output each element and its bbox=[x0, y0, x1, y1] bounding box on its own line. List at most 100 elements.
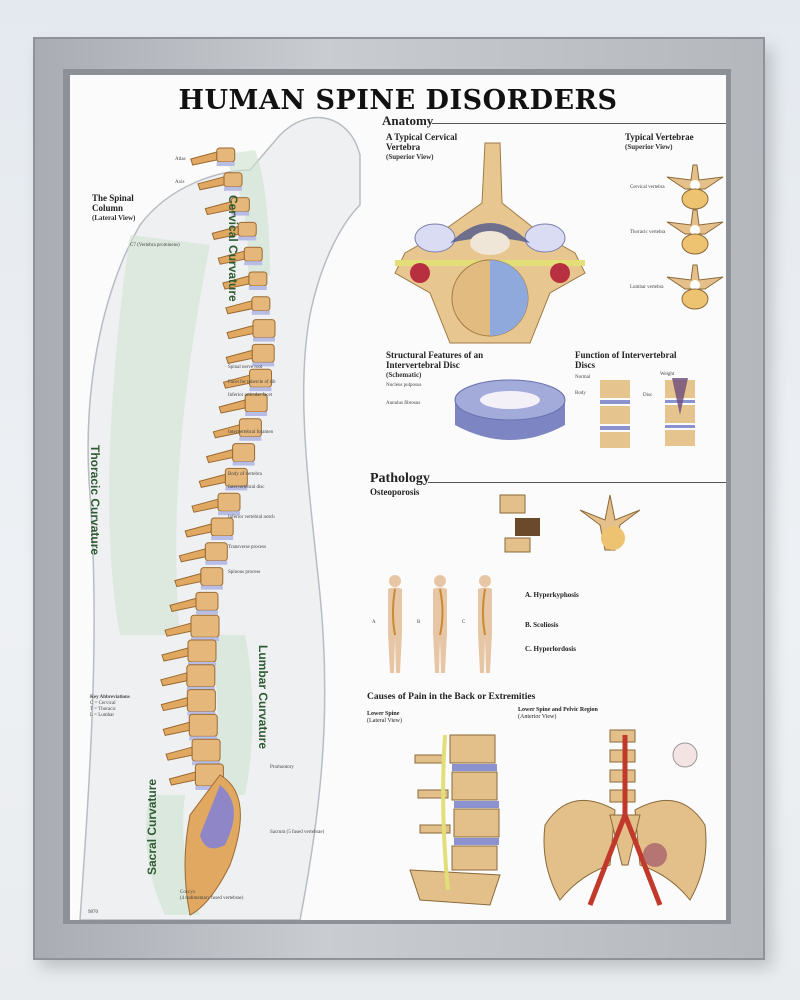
spinous-process bbox=[168, 771, 196, 786]
spine-label: Body of vertebra bbox=[228, 472, 262, 477]
cervical-vertebra-subtitle: (Superior View) bbox=[386, 153, 434, 161]
intervertebral-disc-illustration bbox=[454, 379, 566, 440]
spinous-process bbox=[169, 597, 197, 612]
disc-function-title: Function of Intervertebral Discs bbox=[575, 350, 677, 370]
intervertebral-disc bbox=[225, 486, 248, 491]
posture-figure bbox=[388, 575, 402, 673]
intervertebral-disc bbox=[238, 236, 257, 241]
vertebra bbox=[252, 319, 276, 339]
intervertebral-disc bbox=[200, 585, 223, 590]
vertebra bbox=[187, 639, 217, 663]
posture-figure-letter: C bbox=[462, 620, 466, 625]
pathology-item-title: A. Hyperkyphosis bbox=[525, 591, 579, 599]
vertebra bbox=[243, 246, 263, 262]
spinous-process bbox=[174, 572, 202, 588]
spinous-process bbox=[226, 324, 254, 340]
intervertebral-disc bbox=[186, 686, 215, 691]
intervertebral-disc bbox=[192, 761, 221, 766]
spinous-process bbox=[198, 473, 226, 488]
cervical-vertebra-illustration bbox=[394, 142, 586, 344]
label-lumbar-curvature: Lumbar Curvature bbox=[256, 645, 270, 750]
spinous-process bbox=[165, 746, 193, 761]
intervertebral-disc bbox=[187, 662, 216, 666]
vertebra bbox=[186, 664, 216, 688]
lower-spine-subtitle: (Lateral View) bbox=[367, 718, 403, 724]
vertebra bbox=[251, 343, 275, 363]
intervertebral-disc bbox=[252, 337, 275, 342]
spine-label: Intervertebral foramen bbox=[228, 430, 274, 435]
label-coccyx-sub: (4 rudimentary fused vertebrae) bbox=[180, 896, 244, 901]
pelvic-region-illustration bbox=[543, 729, 707, 906]
section-pathology-heading: Pathology bbox=[370, 471, 430, 486]
vertebra bbox=[251, 296, 271, 312]
disc-structure-subtitle: (Schematic) bbox=[386, 371, 422, 379]
key-title: Key Abbreviations bbox=[90, 695, 130, 700]
poster: HUMAN SPINE DISORDERS The Spinal Column … bbox=[70, 75, 726, 920]
intervertebral-disc bbox=[205, 560, 228, 565]
pelvic-region-subtitle: (Anterior View) bbox=[518, 714, 557, 720]
vertebra bbox=[204, 542, 228, 562]
spinous-process bbox=[164, 622, 192, 637]
spinous-process bbox=[197, 176, 225, 191]
spinous-process bbox=[178, 548, 206, 563]
catalog-number: 9870 bbox=[88, 910, 98, 915]
spine-label: Inferior vertebral notch bbox=[228, 515, 275, 520]
spine-label: Transverse process bbox=[228, 545, 267, 550]
disc-structure-title: Structural Features of an Intervertebral… bbox=[386, 350, 484, 370]
label-coccyx: Coccyx bbox=[180, 890, 196, 895]
lower-spine-title: Lower Spine bbox=[367, 711, 400, 717]
intervertebral-disc bbox=[249, 387, 272, 392]
intervertebral-disc bbox=[232, 461, 255, 466]
typical-vertebra-label: Lumbar vertebra bbox=[630, 285, 664, 290]
label-sacral-curvature: Sacral Curvature bbox=[145, 778, 159, 875]
typical-vertebra-label: Thoracic vertebra bbox=[630, 230, 666, 235]
intervertebral-disc bbox=[195, 786, 224, 790]
vertebra bbox=[190, 614, 220, 638]
pathology-item-title: B. Scoliosis bbox=[525, 621, 559, 629]
vertebra bbox=[237, 221, 257, 237]
sacral-canal bbox=[200, 785, 234, 849]
intervertebral-disc bbox=[245, 412, 268, 416]
posture-figure bbox=[478, 575, 492, 673]
label-axis: Axis bbox=[175, 180, 185, 185]
vertebra bbox=[200, 567, 224, 587]
vertebra bbox=[186, 689, 216, 713]
spinous-process bbox=[217, 250, 245, 265]
spinous-process bbox=[205, 448, 234, 464]
intervertebral-disc bbox=[217, 511, 240, 516]
spine-label: Sacrum (5 fused vertebrae) bbox=[270, 830, 325, 835]
label-thoracic-curvature: Thoracic Curvature bbox=[88, 445, 102, 556]
intervertebral-disc bbox=[211, 536, 234, 540]
spine-label: Promontory bbox=[270, 765, 294, 770]
spinous-process bbox=[222, 275, 250, 290]
intervertebral-disc bbox=[231, 211, 250, 216]
spinous-process bbox=[162, 721, 190, 736]
pelvic-region-title: Lower Spine and Pelvic Region bbox=[518, 707, 598, 713]
vertebra bbox=[223, 172, 243, 188]
label-c7: C7 (Vertebra prominens) bbox=[130, 243, 180, 248]
intervertebral-disc bbox=[239, 436, 262, 441]
vertebra bbox=[216, 147, 236, 163]
vertebra bbox=[195, 591, 219, 611]
spine-label: Spinal nerve root bbox=[228, 365, 263, 370]
lower-spine-illustration bbox=[409, 734, 501, 906]
label-cervical-curvature: Cervical Curvature bbox=[226, 195, 240, 302]
spinal-column-illustration bbox=[160, 147, 276, 916]
posture-figure-letter: A bbox=[372, 620, 376, 625]
spine-label: Facet for tubercle of rib bbox=[228, 380, 276, 385]
intervertebral-disc bbox=[216, 162, 235, 166]
intervertebral-disc bbox=[251, 310, 270, 315]
typical-vertebra-illustration bbox=[666, 209, 724, 255]
intervertebral-disc bbox=[248, 286, 267, 290]
vertebra bbox=[248, 271, 268, 287]
typical-vertebrae-title: Typical Vertebrae bbox=[625, 132, 694, 142]
spinous-process bbox=[222, 374, 251, 389]
posture-figure-letter: B bbox=[417, 620, 421, 625]
posture-figure bbox=[433, 575, 447, 673]
vertebra bbox=[217, 492, 241, 512]
pain-causes-heading: Causes of Pain in the Back or Extremitie… bbox=[367, 692, 536, 702]
vertebra bbox=[188, 713, 218, 737]
spinous-process bbox=[161, 647, 189, 662]
spine-label: Inferior articular facet bbox=[228, 393, 273, 398]
osteoporosis-illustration bbox=[499, 494, 641, 553]
